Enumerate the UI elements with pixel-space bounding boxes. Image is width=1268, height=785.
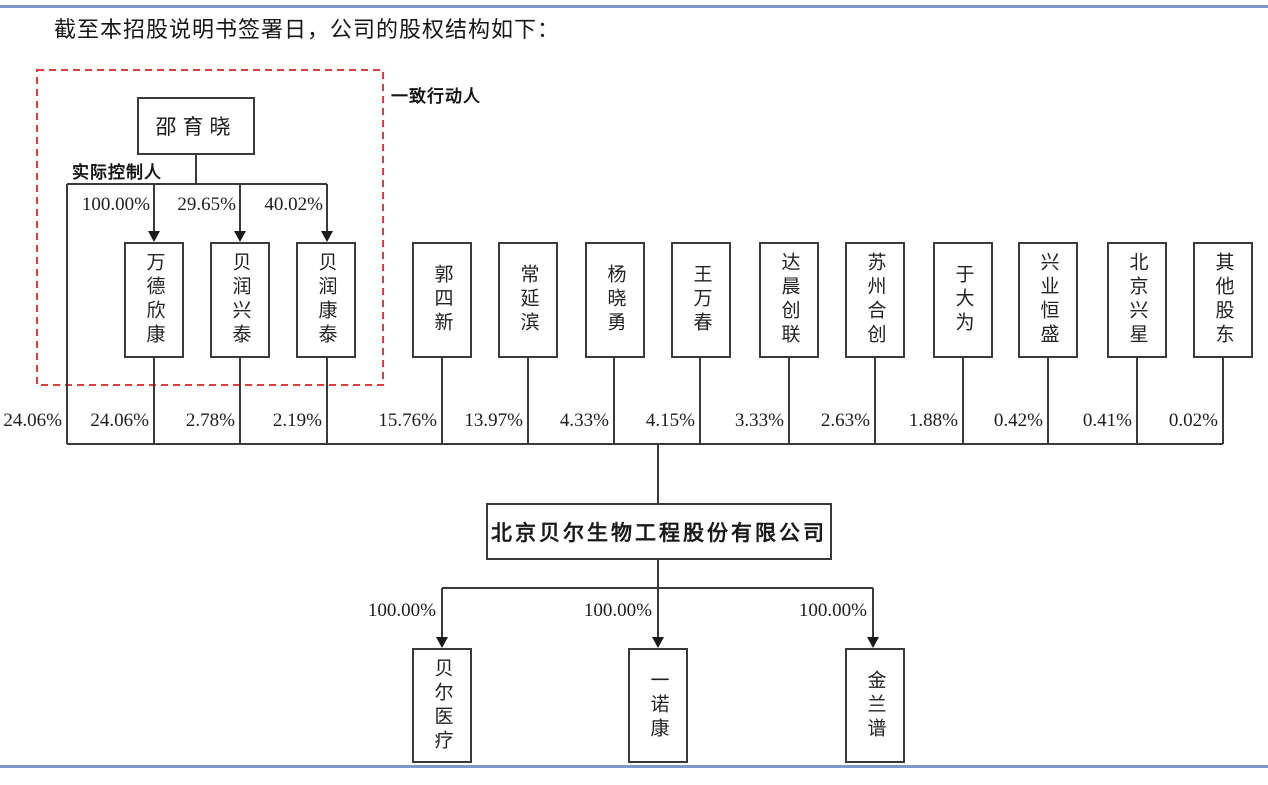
share-percent-yangxiaoyong: 4.33%: [559, 410, 609, 431]
holding-percent-beirunxingtai: 29.65%: [177, 194, 236, 215]
connector-lines: [66, 155, 1224, 637]
shareholder-name: 北京兴星: [1126, 252, 1148, 348]
shareholder-box-xingyehengsheng: 兴业恒盛: [1018, 242, 1078, 358]
section-heading: 截至本招股说明书签署日，公司的股权结构如下：: [54, 17, 561, 42]
share-percent-changyanbin: 13.97%: [464, 410, 523, 431]
shareholder-box-guosixin: 郭四新: [412, 242, 472, 358]
controller-box: 邵育晓: [137, 97, 255, 155]
company-name: 北京贝尔生物工程股份有限公司: [491, 520, 827, 545]
shareholder-name: 万德欣康: [143, 252, 165, 348]
shareholder-name: 贝润兴泰: [229, 252, 251, 348]
subsidiary-box-jinlanpu: 金兰谱: [845, 648, 905, 763]
actual-controller-label: 实际控制人: [72, 163, 162, 182]
share-percent-wangwanchun: 4.15%: [645, 410, 695, 431]
shareholder-box-wangwanchun: 王万春: [671, 242, 731, 358]
arrowheads: [148, 231, 879, 648]
acting-in-concert-label: 一致行动人: [391, 87, 481, 106]
subsidiary-name: 贝尔医疗: [431, 657, 453, 754]
shareholder-name: 杨晓勇: [604, 264, 626, 336]
shareholder-name: 常延滨: [517, 264, 539, 336]
subsidiary-percent-yinuokang: 100.00%: [583, 600, 652, 621]
share-percent-beijingxingxing: 0.41%: [1082, 410, 1132, 431]
holding-percent-beirunkangtai: 40.02%: [264, 194, 323, 215]
share-percent-xingyehengsheng: 0.42%: [993, 410, 1043, 431]
share-percent-beirunkangtai: 2.19%: [272, 410, 322, 431]
shareholder-name: 贝润康泰: [315, 252, 337, 348]
subsidiary-name: 金兰谱: [864, 669, 886, 742]
shareholder-name: 苏州合创: [864, 252, 886, 348]
holding-percent-wandexinkang: 100.00%: [81, 194, 150, 215]
shareholder-box-other-shareholders: 其他股东: [1193, 242, 1253, 358]
shareholder-box-beijingxingxing: 北京兴星: [1107, 242, 1167, 358]
top-rule: [0, 5, 1268, 8]
share-percent-dachenchuanglian: 3.33%: [734, 410, 784, 431]
shareholder-name: 王万春: [690, 264, 712, 336]
shareholder-box-wandexinkang: 万德欣康: [124, 242, 184, 358]
acting-in-concert-outline: [36, 69, 384, 386]
share-percent-suzhouhechuang: 2.63%: [820, 410, 870, 431]
shareholder-name: 其他股东: [1212, 252, 1234, 348]
share-percent-beirunxingtai: 2.78%: [185, 410, 235, 431]
shareholder-box-yangxiaoyong: 杨晓勇: [585, 242, 645, 358]
shareholder-box-beirunkangtai: 贝润康泰: [296, 242, 356, 358]
subsidiary-name: 一诺康: [647, 669, 669, 742]
share-percent-yudawei: 1.88%: [908, 410, 958, 431]
shareholder-box-suzhouhechuang: 苏州合创: [845, 242, 905, 358]
share-percent-guosixin: 15.76%: [378, 410, 437, 431]
subsidiary-box-yinuokang: 一诺康: [628, 648, 688, 763]
shareholder-name: 达晨创联: [778, 252, 800, 348]
share-percent-wandexinkang: 24.06%: [90, 410, 149, 431]
shareholder-box-beirunxingtai: 贝润兴泰: [210, 242, 270, 358]
share-percent-other-shareholders: 0.02%: [1168, 410, 1218, 431]
shareholder-name: 兴业恒盛: [1037, 252, 1059, 348]
share-percent-controller-direct: 24.06%: [3, 410, 62, 431]
shareholder-box-yudawei: 于大为: [933, 242, 993, 358]
company-box: 北京贝尔生物工程股份有限公司: [486, 503, 832, 560]
controller-name: 邵育晓: [155, 115, 237, 139]
bottom-rule: [0, 765, 1268, 768]
subsidiary-percent-jinlanpu: 100.00%: [798, 600, 867, 621]
shareholder-box-changyanbin: 常延滨: [498, 242, 558, 358]
shareholder-name: 于大为: [952, 264, 974, 336]
shareholder-box-dachenchuanglian: 达晨创联: [759, 242, 819, 358]
shareholder-name: 郭四新: [431, 264, 453, 336]
subsidiary-percent-beieryiliao: 100.00%: [367, 600, 436, 621]
subsidiary-box-beieryiliao: 贝尔医疗: [412, 648, 472, 763]
